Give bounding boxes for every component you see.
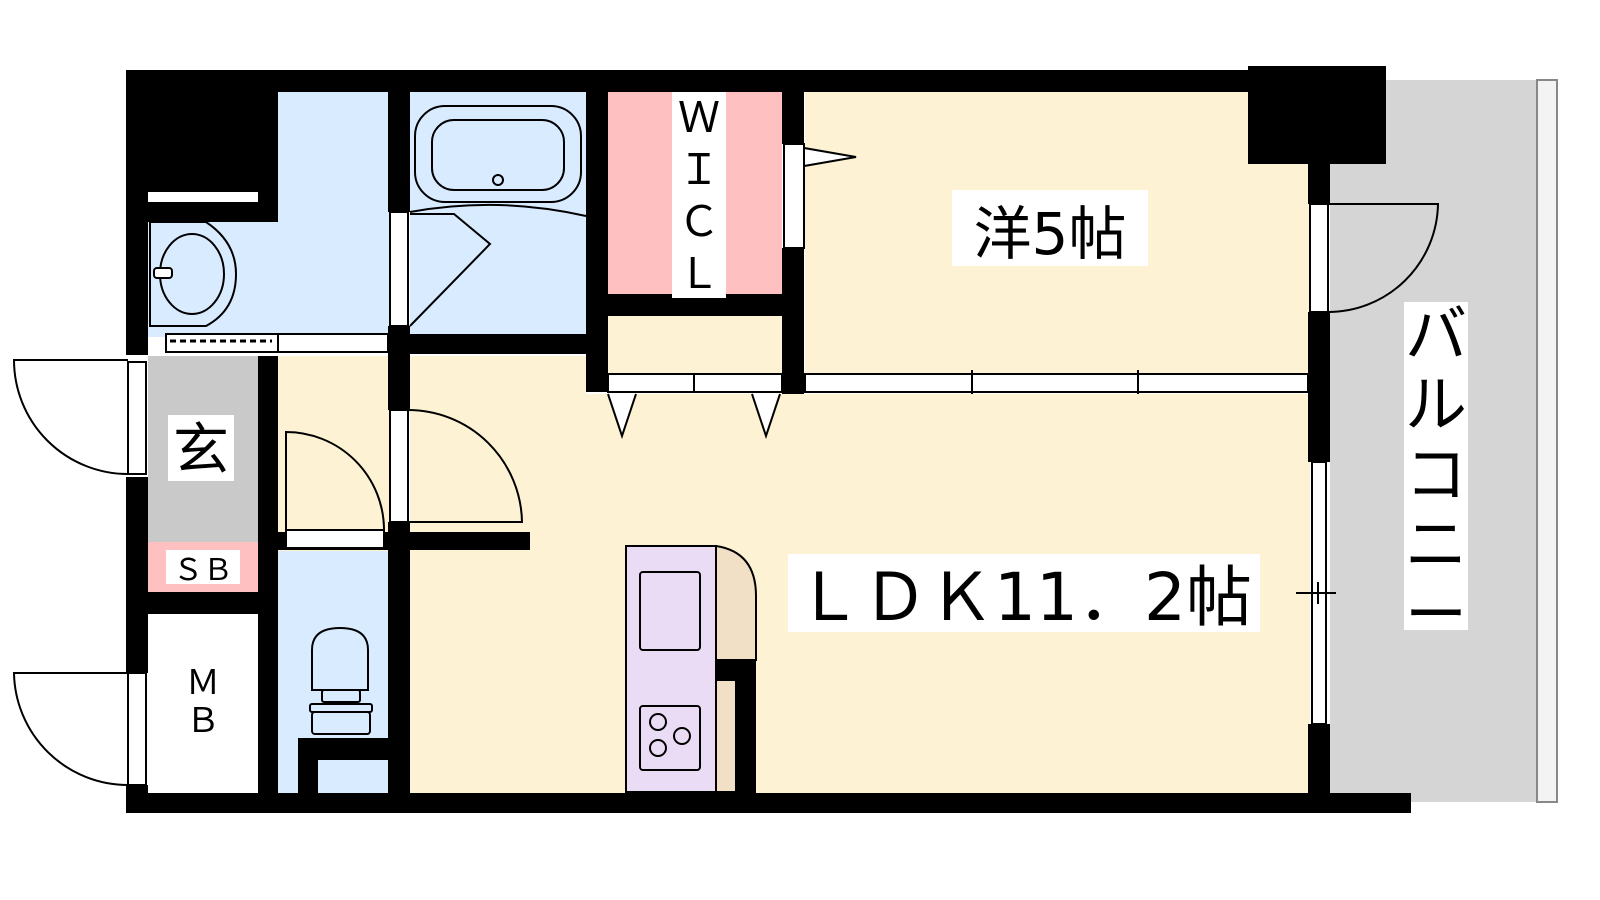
meter-box-label: ＭＢ — [186, 663, 220, 741]
stove-icon — [639, 705, 701, 771]
bathtub-icon — [409, 105, 587, 217]
balcony-label: バルコニー — [1405, 298, 1467, 651]
washbasin-icon — [149, 221, 238, 327]
entrance-label: 玄 — [173, 418, 229, 483]
ldk-label-bg — [788, 554, 1260, 632]
meter-box-area — [148, 615, 258, 793]
closet-shelf-area — [608, 316, 782, 374]
sink-icon — [639, 571, 701, 651]
wic-label-bg — [672, 92, 726, 298]
balcony-rail — [1536, 79, 1558, 803]
western-label-bg — [952, 190, 1148, 266]
sliding-partitions — [165, 333, 1336, 725]
hall-area-2 — [410, 356, 586, 396]
ldk-label: ＬＤＫ11．2帖 — [796, 559, 1252, 636]
wic-label: ＷＩＣＬ — [678, 93, 720, 298]
walls — [126, 66, 1411, 813]
closet-door-marks — [607, 146, 857, 440]
swing-doors — [12, 203, 1440, 786]
entrance-label-bg — [168, 415, 234, 481]
hall-area — [278, 356, 398, 551]
shoe-box-label-bg — [166, 550, 240, 584]
wic-door-jamb — [783, 143, 805, 249]
shoe-box-label: ＳＢ — [173, 553, 233, 588]
toilet-icon — [309, 626, 373, 735]
balcony-label-bg — [1404, 302, 1468, 630]
western-room-label: 洋5帖 — [974, 200, 1127, 268]
